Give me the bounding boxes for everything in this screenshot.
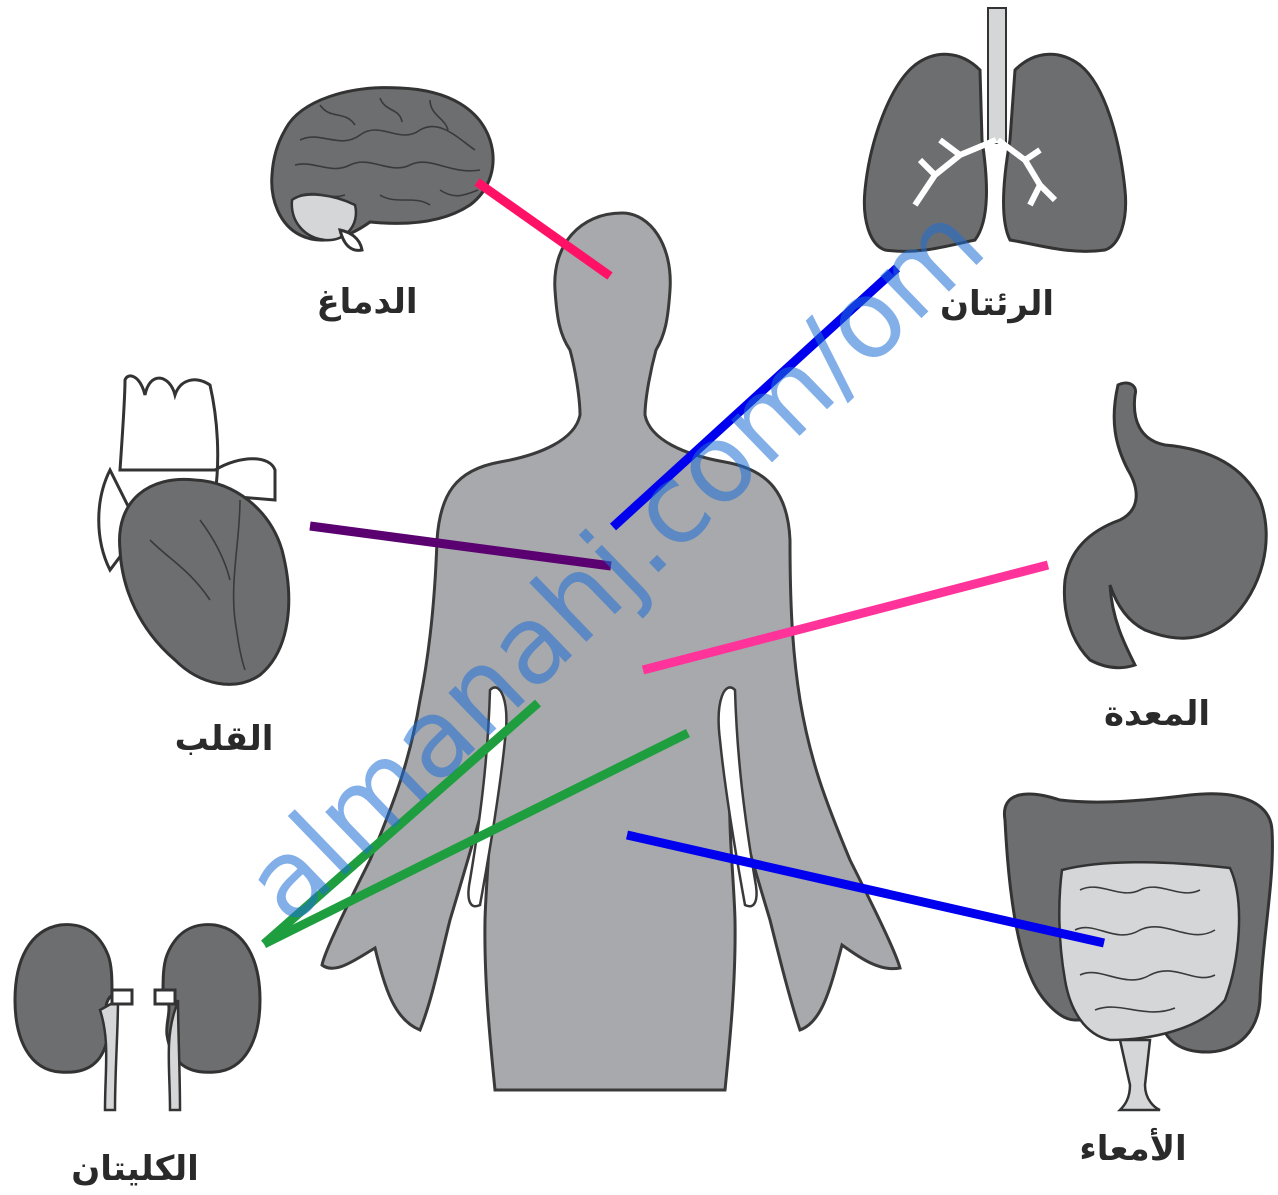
kidneys-icon xyxy=(15,925,260,1110)
brain-icon xyxy=(272,88,493,251)
label-kidneys: الكليتان xyxy=(71,1149,199,1189)
stomach-icon xyxy=(1064,383,1266,668)
label-heart: القلب xyxy=(175,719,274,759)
intestines-icon xyxy=(1004,794,1272,1110)
label-stomach: المعدة xyxy=(1104,694,1210,734)
label-intestines: الأمعاء xyxy=(1079,1127,1186,1169)
heart-icon xyxy=(99,376,289,684)
label-brain: الدماغ xyxy=(316,282,417,322)
